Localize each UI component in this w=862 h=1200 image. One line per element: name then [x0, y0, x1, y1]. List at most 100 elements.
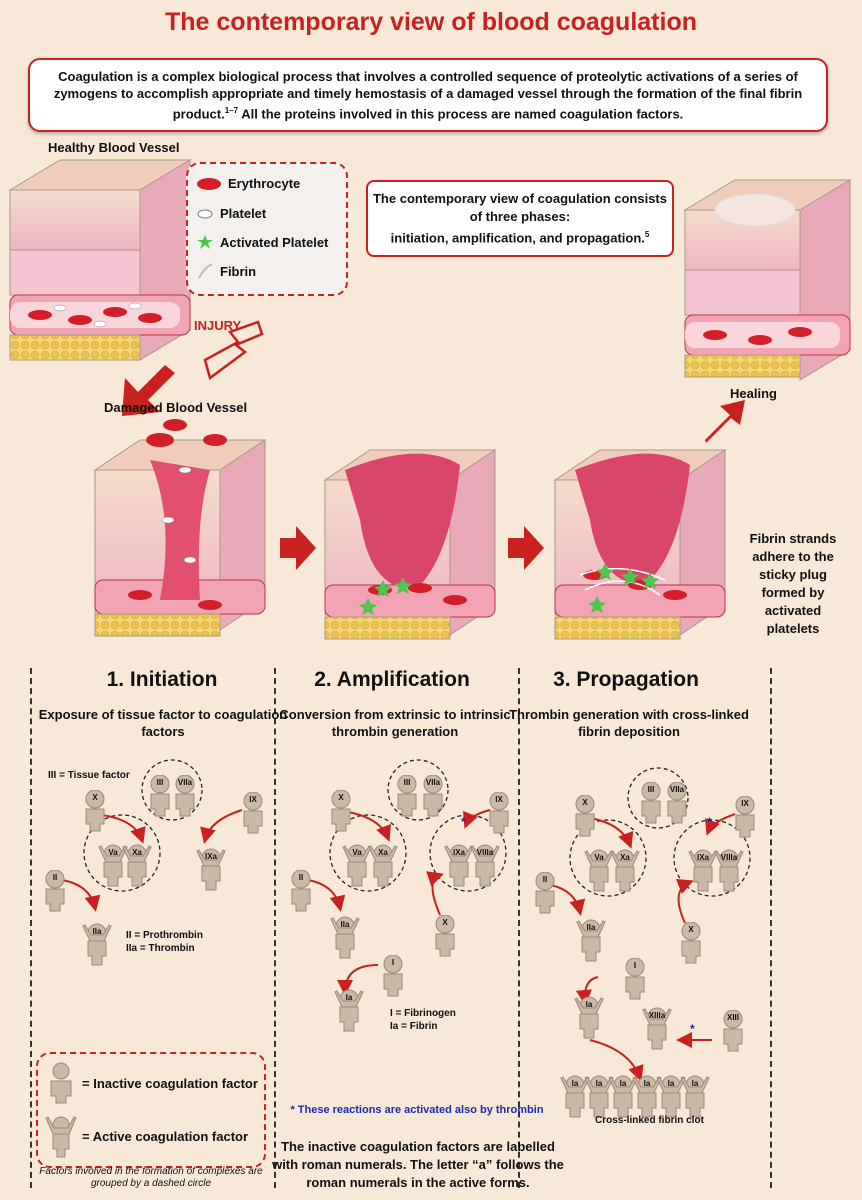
- legend-activated-platelet: Activated Platelet: [196, 234, 328, 250]
- inactive-factor-x: X: [570, 794, 600, 842]
- factor-label: Ia: [585, 1000, 593, 1009]
- fibrin-note-label: Ia = Fibrin: [390, 1021, 438, 1032]
- reaction-arrows: [61, 809, 736, 1082]
- inactive-factor-viia: VIIa: [418, 774, 448, 822]
- legend-fibrin-label: Fibrin: [220, 263, 257, 279]
- factor-label: III: [403, 778, 411, 787]
- column-separator: [770, 668, 772, 1188]
- factor-label: XIII: [726, 1013, 739, 1022]
- inactive-factor-ix: IX: [484, 791, 514, 839]
- legend-platelet: Platelet: [196, 206, 266, 221]
- legend-box: Erythrocyte Platelet Activated Platelet …: [186, 162, 348, 296]
- factor-label: Ia: [595, 1079, 603, 1088]
- factor-label: Ia: [691, 1079, 699, 1088]
- factor-label: Xa: [378, 848, 388, 857]
- inactive-factor-x: X: [676, 921, 706, 969]
- factor-label: II: [542, 875, 548, 884]
- factor-label: X: [442, 918, 448, 927]
- key-active: = Active coagulation factor: [44, 1114, 248, 1158]
- key-grouping-note: Factors involved in the formation of com…: [39, 1166, 263, 1189]
- factor-label: IX: [249, 795, 257, 804]
- factor-label: VIIa: [669, 785, 685, 794]
- phases-box-line2: of three phases:: [469, 209, 571, 224]
- column-separator: [30, 668, 32, 1188]
- inactive-factor-x: X: [430, 914, 460, 962]
- prothrombin-note: II = Prothrombin: [126, 930, 203, 941]
- key-active-label: = Active coagulation factor: [82, 1128, 249, 1144]
- factor-label: IX: [495, 795, 503, 804]
- factor-label: Xa: [620, 853, 630, 862]
- factor-label: X: [92, 793, 98, 802]
- factor-label: IIa: [586, 923, 596, 932]
- initiation-vessel-block: [323, 449, 497, 640]
- factor-label: Ia: [571, 1079, 579, 1088]
- injury-label: INJURY: [194, 318, 242, 333]
- legend-erythrocyte: Erythrocyte: [196, 176, 300, 191]
- active-factor-ixa: IXa: [688, 848, 718, 897]
- active-factor-iia: IIa: [330, 915, 360, 964]
- factor-label: Xa: [132, 848, 142, 857]
- inactive-factor-x: X: [326, 789, 356, 837]
- factor-label: XIIIa: [648, 1011, 666, 1020]
- factor-label: Ia: [643, 1079, 651, 1088]
- active-factor-va: Va: [584, 848, 614, 897]
- clot-note: Cross-linked fibrin clot: [595, 1115, 704, 1126]
- vessel-illustrations: [8, 159, 852, 640]
- active-factor-va: Va: [98, 843, 128, 892]
- active-factor-ia: Ia: [334, 988, 364, 1037]
- inactive-factor-viia: VIIa: [662, 781, 692, 829]
- column-separator: [518, 668, 520, 1188]
- intro-text-2: All the proteins involved in this proces…: [238, 106, 684, 122]
- factor-label: III: [647, 785, 655, 794]
- factor-label: Ia: [667, 1079, 675, 1088]
- phase-title-initiation: 1. Initiation: [106, 668, 218, 691]
- inactive-factor-ii: II: [530, 871, 560, 919]
- asterisk-propagation-ix: *: [707, 815, 712, 829]
- phases-box: The contemporary view of coagulation con…: [366, 180, 674, 258]
- intro-ref: 1–7: [224, 106, 239, 115]
- phase-title-amplification: 2. Amplification: [314, 668, 470, 691]
- thrombin-activation-note: * These reactions are activated also by …: [290, 1104, 544, 1116]
- legend-erythrocyte-label: Erythrocyte: [228, 176, 301, 191]
- fibrinogen-note: I = Fibrinogen: [390, 1008, 456, 1019]
- active-factor-ixa: IXa: [196, 847, 226, 896]
- legend-platelet-label: Platelet: [220, 206, 267, 221]
- phases-box-line3: initiation, amplification, and propagati…: [390, 230, 645, 246]
- healthy-vessel-block: [8, 159, 192, 361]
- active-factor-ia: Ia: [574, 995, 604, 1044]
- inactive-factor-ii: II: [286, 869, 316, 917]
- fibrin-icon: [198, 263, 213, 279]
- fibrin-note: Fibrin strands adhere to the sticky plug…: [749, 531, 837, 636]
- inactive-factor-xiii: XIII: [718, 1009, 748, 1057]
- factor-label: IIa: [340, 920, 350, 929]
- active-factor-ia: Ia: [584, 1074, 614, 1123]
- roman-numeral-note: The inactive coagulation factors are lab…: [272, 1139, 564, 1190]
- tissue-factor-note: III = Tissue factor: [48, 770, 130, 781]
- active-factor-viiia: VIIIa: [470, 843, 500, 892]
- active-factor-ia: Ia: [680, 1074, 710, 1123]
- damaged-label: Damaged Blood Vessel: [104, 400, 248, 415]
- arrow-down-left: [122, 365, 175, 416]
- factor-label: Va: [352, 848, 362, 857]
- factor-label: I: [391, 958, 395, 967]
- intro-text: Coagulation is a complex biological proc…: [53, 69, 803, 122]
- active-factor-xa: Xa: [122, 843, 152, 892]
- erythrocyte-icon: [197, 177, 221, 190]
- inactive-factor-i: I: [620, 957, 650, 1005]
- factor-label: X: [338, 793, 344, 802]
- column-separator: [274, 668, 276, 1188]
- inactive-factor-x: X: [80, 789, 110, 837]
- propagation-vessel-block: [553, 449, 727, 640]
- legend-activated-platelet-label: Activated Platelet: [220, 234, 329, 250]
- arrow-up-healing: [705, 400, 745, 443]
- key-box: = Inactive coagulation factor = Active c…: [36, 1052, 266, 1168]
- factor-label: X: [688, 925, 694, 934]
- active-factor-xiiia: XIIIa: [642, 1006, 672, 1055]
- healing-vessel-block: [683, 179, 852, 381]
- asterisk-amplification: *: [461, 815, 466, 829]
- legend-fibrin: Fibrin: [196, 262, 256, 280]
- factor-label: VIIa: [177, 778, 193, 787]
- arrow-right-1: [280, 526, 316, 570]
- intro-box: Coagulation is a complex biological proc…: [28, 58, 828, 133]
- factor-label: IXa: [452, 848, 465, 857]
